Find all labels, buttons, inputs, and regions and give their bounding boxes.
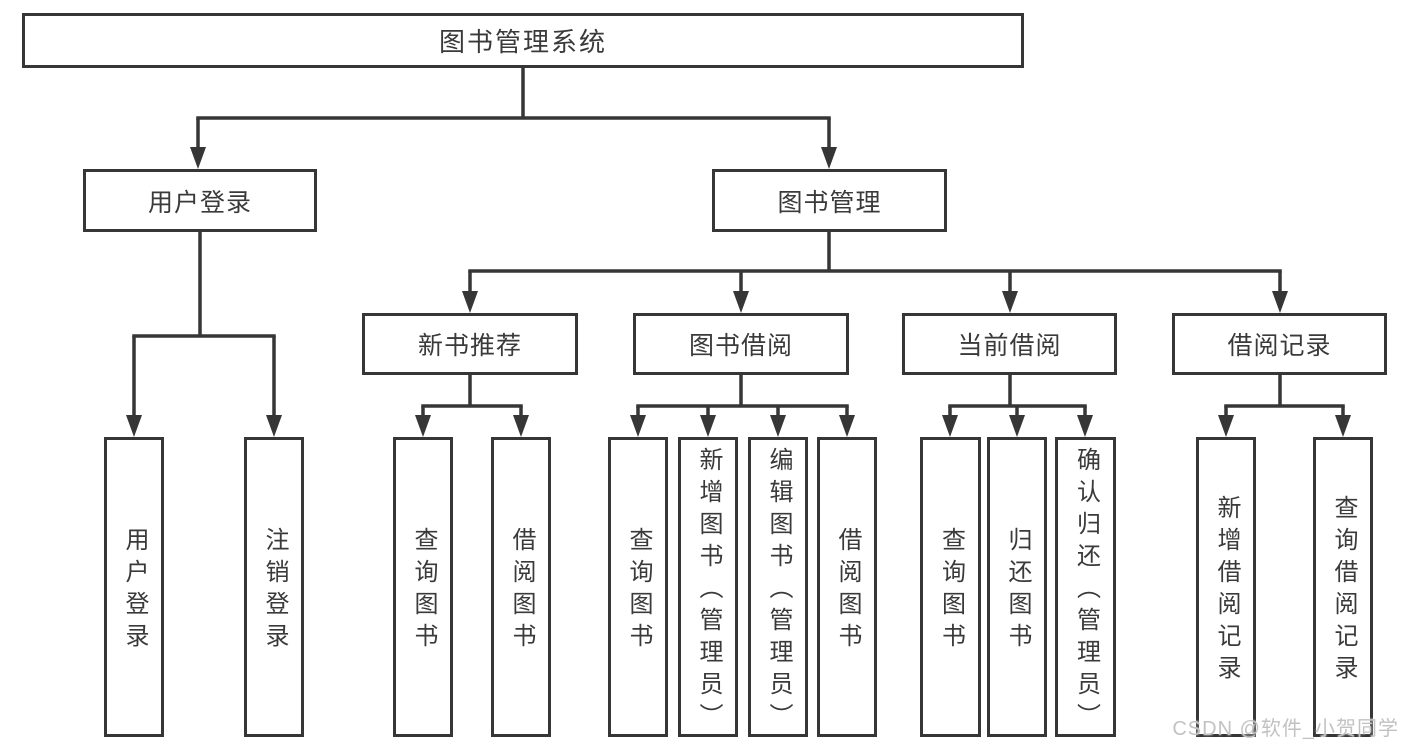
leaf-cb-confirm-return-admin-label: 确认归还（管理员） [1072, 447, 1100, 735]
leaf-cb-query-books-label: 查询图书 [937, 527, 965, 655]
leaf-bb-edit-books-admin-label: 编辑图书（管理员） [765, 447, 792, 735]
node-user-login: 用户登录 [83, 169, 317, 232]
leaf-cb-return-books: 归还图书 [987, 437, 1047, 737]
leaf-bb-add-books-admin-label: 新增图书（管理员） [695, 447, 722, 735]
node-borrow-records: 借阅记录 [1172, 313, 1387, 375]
node-book-borrow: 图书借阅 [633, 313, 849, 375]
node-current-borrow: 当前借阅 [902, 313, 1117, 375]
leaf-logout-login: 注销登录 [244, 437, 304, 737]
csdn-watermark: CSDN @软件_小贺同学 [1172, 718, 1399, 740]
leaf-br-add-record-label: 新增借阅记录 [1213, 495, 1240, 687]
leaf-bb-borrow-books: 借阅图书 [817, 437, 877, 737]
node-root-library-system: 图书管理系统 [22, 13, 1024, 68]
leaf-bb-query-books: 查询图书 [608, 437, 668, 737]
leaf-nb-query-books-label: 查询图书 [410, 527, 437, 655]
leaf-cb-query-books: 查询图书 [920, 437, 981, 737]
leaf-cb-return-books-label: 归还图书 [1004, 527, 1031, 655]
node-new-book-recommend: 新书推荐 [362, 313, 578, 375]
leaf-bb-edit-books-admin: 编辑图书（管理员） [748, 437, 808, 737]
node-book-management: 图书管理 [712, 169, 947, 232]
leaf-nb-borrow-books: 借阅图书 [491, 437, 551, 737]
leaf-logout-login-label: 注销登录 [261, 527, 288, 655]
leaf-bb-query-books-label: 查询图书 [625, 527, 652, 655]
leaf-nb-borrow-books-label: 借阅图书 [508, 527, 535, 655]
leaf-user-login: 用户登录 [104, 437, 164, 737]
leaf-bb-borrow-books-label: 借阅图书 [834, 527, 861, 655]
leaf-cb-confirm-return-admin: 确认归还（管理员） [1055, 437, 1116, 737]
leaf-user-login-label: 用户登录 [121, 527, 148, 655]
leaf-br-query-record-label: 查询借阅记录 [1330, 495, 1357, 687]
leaf-br-query-record: 查询借阅记录 [1313, 437, 1373, 737]
leaf-nb-query-books: 查询图书 [393, 437, 453, 737]
leaf-br-add-record: 新增借阅记录 [1196, 437, 1256, 737]
leaf-bb-add-books-admin: 新增图书（管理员） [678, 437, 738, 737]
